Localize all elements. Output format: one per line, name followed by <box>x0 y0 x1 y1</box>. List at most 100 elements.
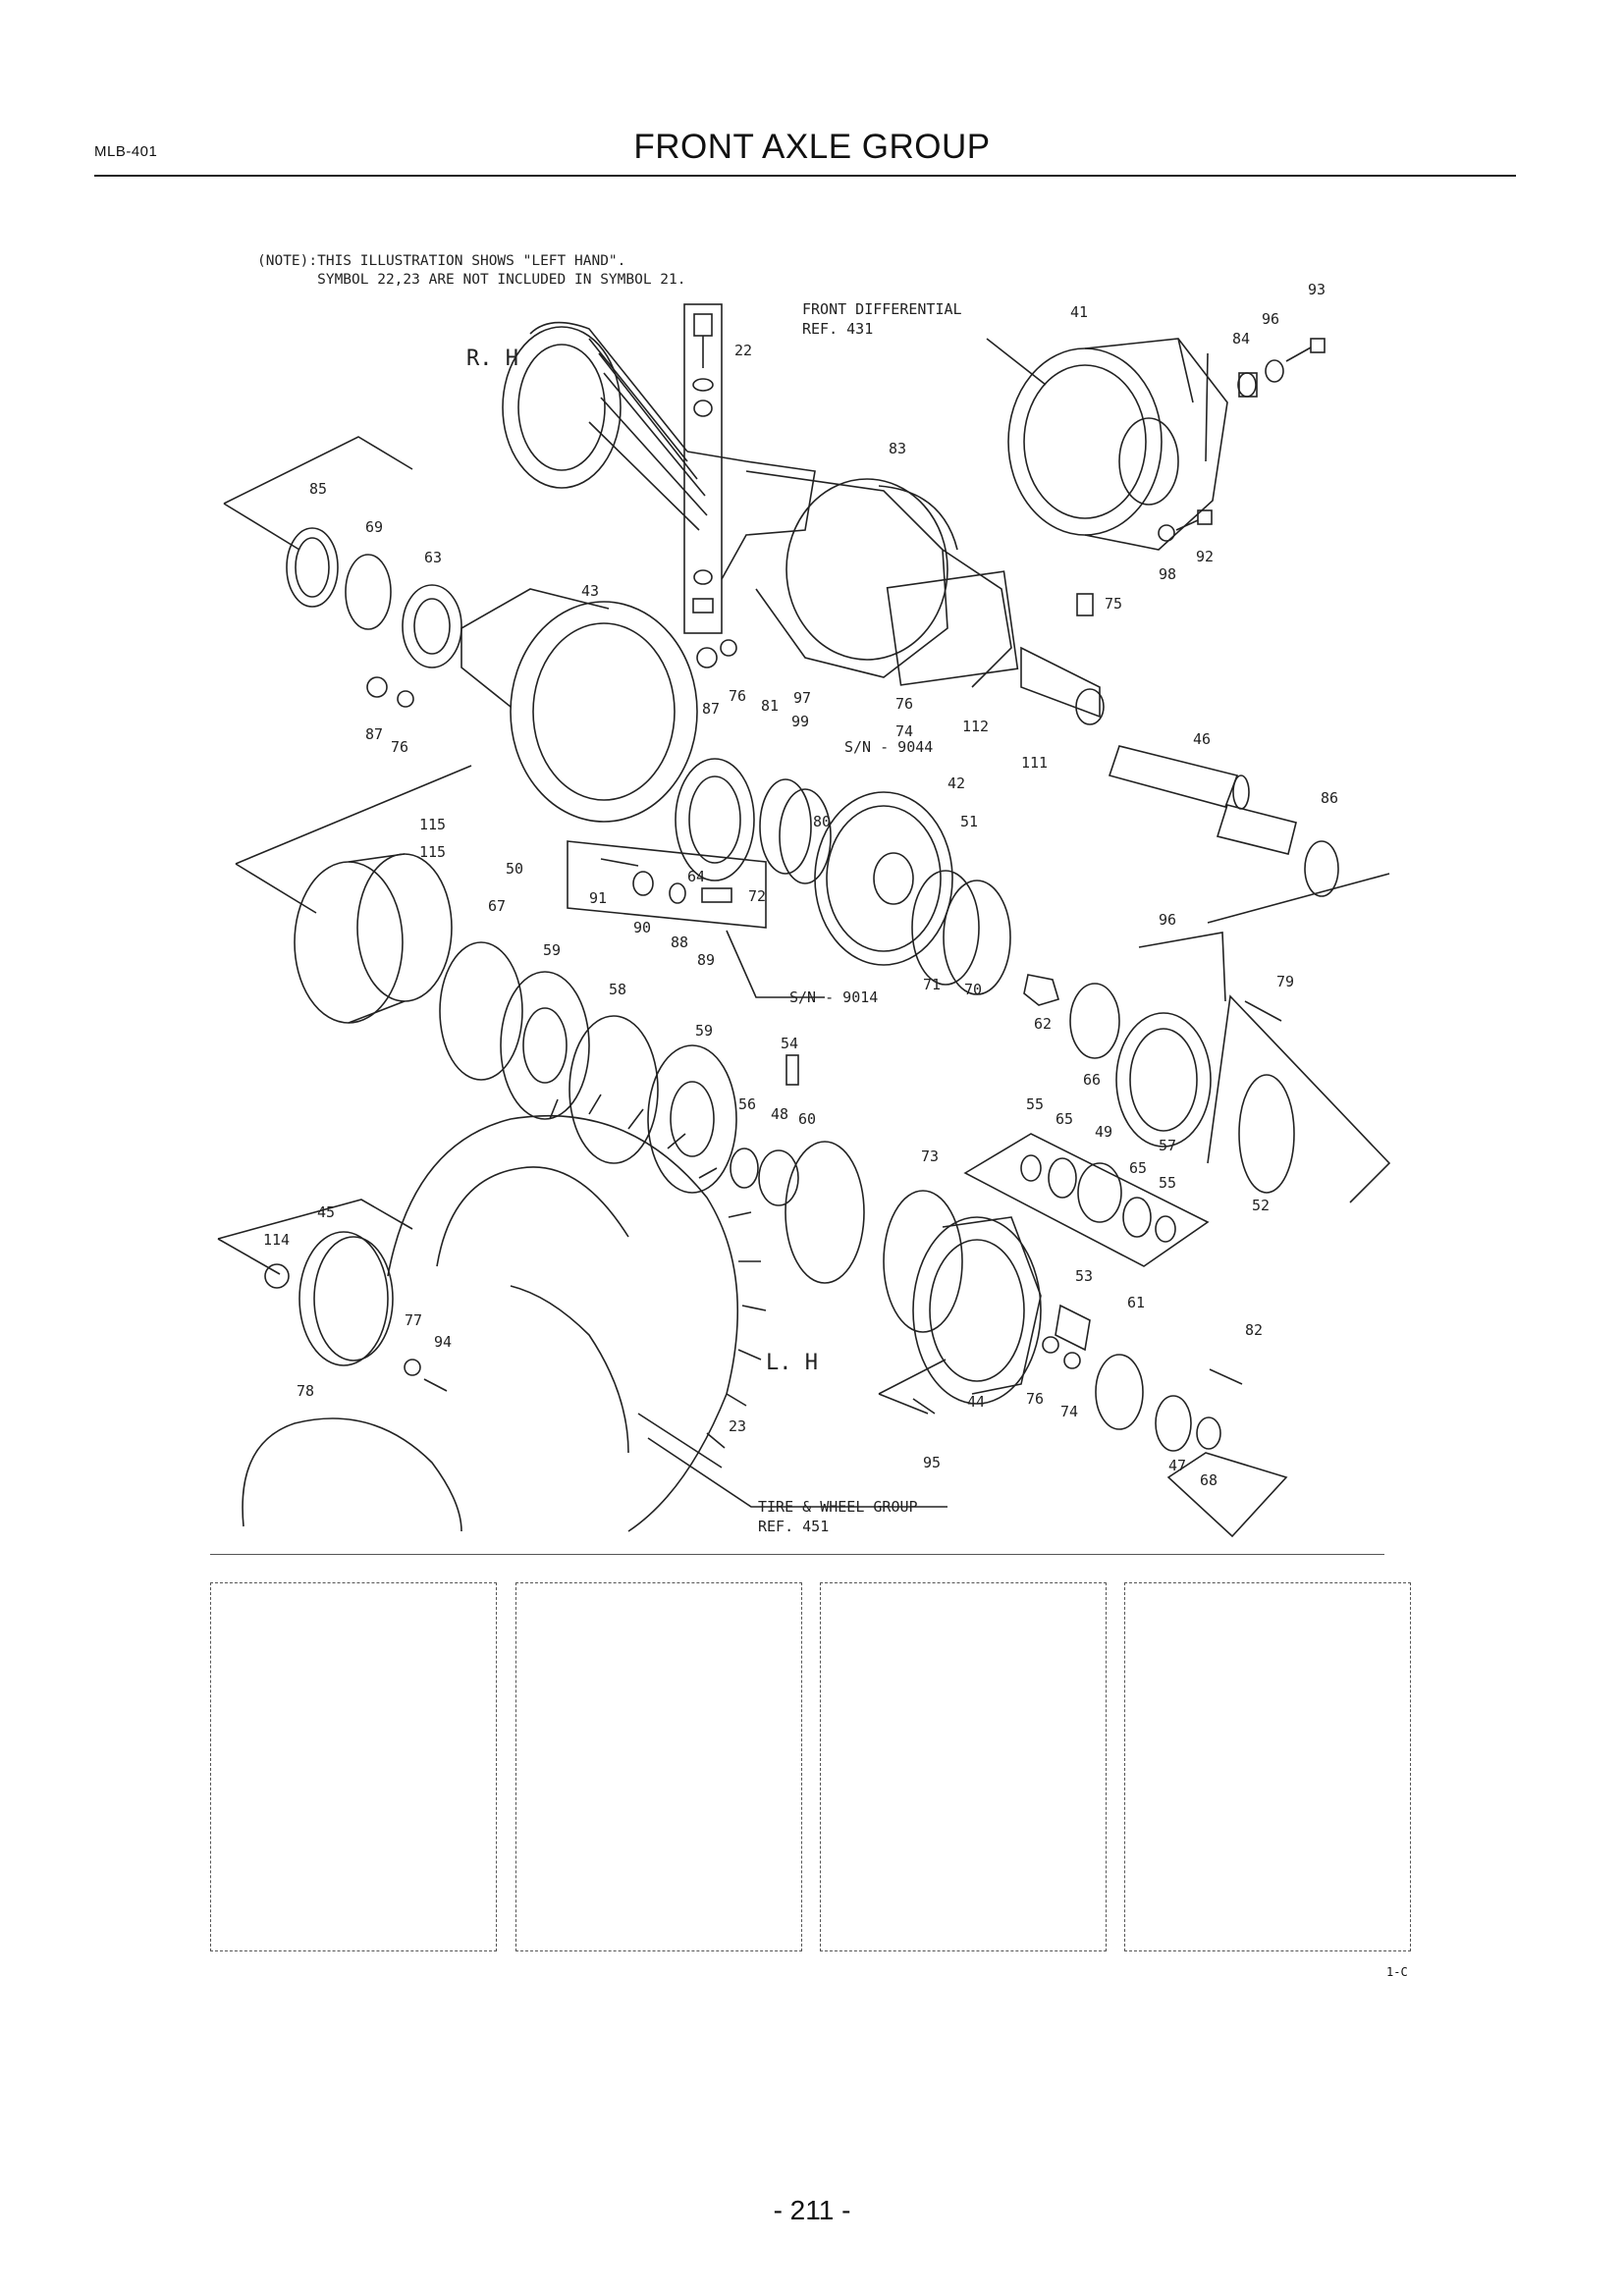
front-differential <box>1007 338 1228 551</box>
part-95: 95 <box>923 1454 941 1471</box>
bolt-95 <box>912 1398 936 1415</box>
part-76-b: 76 <box>729 687 746 705</box>
part-74: 74 <box>895 722 913 740</box>
bolt-93-washer-96-bushing-84 <box>1237 338 1326 398</box>
front-axle-exploded-diagram: FRONT DIFFERENTIAL REF. 431 S/N - 9044 S… <box>217 281 1391 1538</box>
part-53: 53 <box>1075 1267 1093 1285</box>
part-115-b: 115 <box>419 843 446 861</box>
part-60: 60 <box>798 1110 816 1128</box>
bolt-22 <box>683 303 723 634</box>
bearing-64 <box>675 758 755 881</box>
part-73: 73 <box>921 1148 939 1165</box>
part-96: 96 <box>1262 310 1279 328</box>
part-61: 61 <box>1127 1294 1145 1311</box>
part-92: 92 <box>1196 548 1214 565</box>
part-91: 91 <box>589 889 607 907</box>
part-70: 70 <box>964 981 982 998</box>
sleeve-53 <box>1055 1304 1091 1352</box>
ring-gear-bracket <box>235 765 472 914</box>
bolt-23 <box>637 1413 723 1468</box>
part-84: 84 <box>1232 330 1250 347</box>
axle-shaft-46 <box>1108 745 1250 810</box>
document-code: MLB-401 <box>94 143 158 160</box>
part-78: 78 <box>297 1382 314 1400</box>
part-99: 99 <box>791 713 809 730</box>
part-22: 22 <box>734 342 752 359</box>
pin-54 <box>785 1054 799 1086</box>
pin-assembly <box>567 840 767 929</box>
part-80: 80 <box>813 813 831 830</box>
seal-bracket-left <box>223 503 300 551</box>
tire-ref-leader <box>647 1437 947 1508</box>
ring-72-b <box>779 788 832 884</box>
part-88: 88 <box>671 934 688 951</box>
plate-57 <box>1115 1012 1212 1148</box>
part-97: 97 <box>793 689 811 707</box>
part-50: 50 <box>506 860 523 878</box>
part-114: 114 <box>263 1231 290 1249</box>
bearing-47 <box>1155 1395 1192 1452</box>
part-62: 62 <box>1034 1015 1052 1033</box>
bolt-92-washer-98 <box>1158 509 1213 542</box>
disc-58 <box>568 1015 659 1164</box>
part-86: 86 <box>1321 789 1338 807</box>
part-42: 42 <box>947 774 965 792</box>
disc-59-b <box>647 1044 737 1194</box>
illustration-note: (NOTE):THIS ILLUSTRATION SHOWS "LEFT HAN… <box>257 252 686 290</box>
washer-56 <box>730 1148 759 1189</box>
ring-gear-50 <box>294 853 453 1024</box>
part-76: 76 <box>391 738 408 756</box>
nut-87-b <box>696 647 718 668</box>
hub-cap <box>217 1199 448 1392</box>
page-number: - 211 - <box>773 2195 851 2225</box>
part-67: 67 <box>488 897 506 915</box>
part-76-d: 76 <box>1026 1390 1044 1408</box>
part-68: 68 <box>1200 1471 1218 1489</box>
header-rule <box>94 175 1516 177</box>
part-90: 90 <box>633 919 651 936</box>
pin-79 <box>1244 1000 1282 1022</box>
ring-72-a <box>759 778 812 875</box>
part-55-b: 55 <box>1159 1174 1176 1192</box>
part-111: 111 <box>1021 754 1048 772</box>
ring-70 <box>943 880 1011 995</box>
part-59-a: 59 <box>543 941 561 959</box>
rh-hub-drum <box>502 321 708 531</box>
part-85: 85 <box>309 480 327 498</box>
part-81: 81 <box>761 697 779 715</box>
part-69: 69 <box>365 518 383 536</box>
part-74-b: 74 <box>1060 1403 1078 1420</box>
rh-label: R. H <box>466 347 518 371</box>
sn-9014-leader <box>726 930 825 998</box>
front-diff-leader <box>986 338 1047 386</box>
gear-51 <box>814 791 953 966</box>
diagram-separator <box>210 1554 1384 1555</box>
part-76-c: 76 <box>895 695 913 713</box>
part-51: 51 <box>960 813 978 830</box>
ring-52 <box>1238 1074 1295 1194</box>
part-112: 112 <box>962 718 989 735</box>
bearing-bracket <box>1166 1452 1288 1538</box>
part-89: 89 <box>697 951 715 969</box>
front-diff-label: FRONT DIFFERENTIAL <box>802 300 962 318</box>
plate-61 <box>1095 1354 1144 1430</box>
part-63: 63 <box>424 549 442 566</box>
sn-9014-label: S/N - 9014 <box>789 988 878 1006</box>
spindle-43 <box>460 588 698 823</box>
part-96-b: 96 <box>1159 911 1176 929</box>
parts-box-3 <box>820 1582 1107 1951</box>
part-72: 72 <box>748 887 766 905</box>
part-23: 23 <box>729 1417 746 1435</box>
disc-59-a <box>500 971 590 1120</box>
part-41: 41 <box>1070 303 1088 321</box>
part-55-a: 55 <box>1026 1095 1044 1113</box>
parts-box-2 <box>515 1582 802 1951</box>
part-58: 58 <box>609 981 626 998</box>
part-45: 45 <box>317 1203 335 1221</box>
part-65-b: 65 <box>1129 1159 1147 1177</box>
seals-85-69-63 <box>286 527 462 668</box>
planet-pinion-set <box>963 1133 1210 1267</box>
sn-9044-label: S/N - 9044 <box>844 738 933 756</box>
tire <box>242 1094 767 1532</box>
parts-box-4 <box>1124 1582 1411 1951</box>
